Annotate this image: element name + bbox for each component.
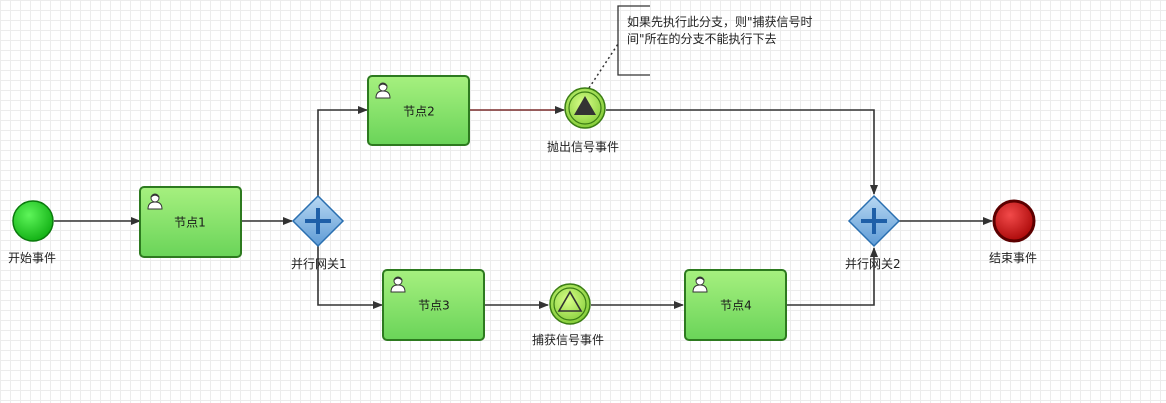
throw-signal-label: 抛出信号事件	[547, 140, 620, 154]
filled-triangle-icon	[574, 96, 596, 115]
end-event-label: 结束事件	[989, 251, 1038, 265]
gateway2-label: 并行网关2	[845, 257, 901, 271]
parallel-gateway-2[interactable]	[847, 194, 901, 248]
plus-icon	[305, 208, 331, 234]
throw-signal-event[interactable]	[564, 87, 606, 129]
annotation-association-line	[588, 43, 619, 89]
task-node1-label: 节点1	[174, 215, 206, 230]
catch-signal-label: 捕获信号事件	[532, 333, 605, 347]
end-event[interactable]	[992, 199, 1036, 243]
task-node4-label: 节点4	[720, 298, 752, 313]
sequence-flows	[54, 106, 993, 309]
catch-signal-event[interactable]	[549, 283, 591, 325]
task-node1[interactable]	[139, 186, 242, 258]
user-task-icon	[390, 276, 406, 293]
parallel-gateway-1[interactable]	[291, 194, 345, 248]
gateway1-label: 并行网关1	[291, 257, 347, 271]
flow-node4-to-gateway2[interactable]	[786, 247, 878, 306]
task-node3-label: 节点3	[418, 298, 450, 313]
plus-icon	[861, 208, 887, 234]
flow-throw-signal-to-gateway2[interactable]	[606, 109, 878, 195]
task-node4[interactable]	[684, 269, 787, 341]
user-task-icon	[147, 193, 163, 210]
annotation-bracket	[617, 5, 650, 76]
outline-triangle-icon	[557, 290, 583, 312]
task-node3[interactable]	[382, 269, 485, 341]
start-event-label: 开始事件	[8, 251, 57, 265]
task-node2[interactable]	[367, 75, 470, 146]
task-node2-label: 节点2	[403, 104, 435, 119]
start-event[interactable]	[12, 200, 54, 242]
flow-gateway1-to-node3[interactable]	[317, 246, 383, 309]
text-annotation: 如果先执行此分支，则"捕获信号时间"所在的分支不能执行下去	[627, 15, 813, 46]
flow-gateway1-to-node2[interactable]	[317, 106, 368, 196]
user-task-icon	[692, 276, 708, 293]
user-task-icon	[375, 82, 391, 99]
